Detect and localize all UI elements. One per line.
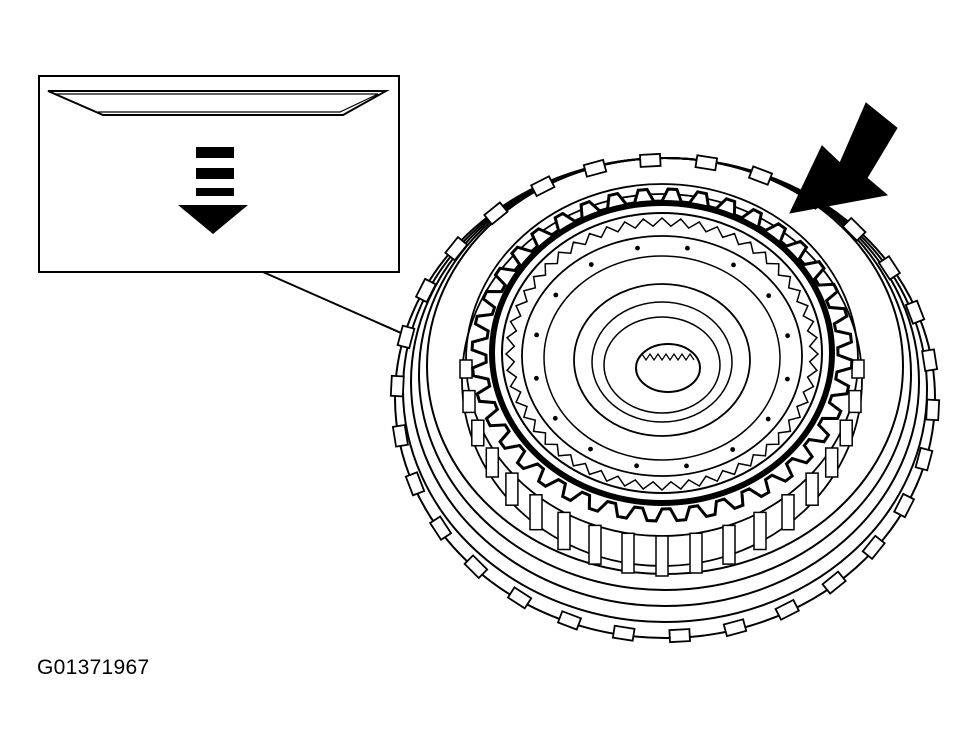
plate-tab bbox=[925, 398, 941, 422]
drum-spline bbox=[722, 524, 736, 565]
hub-hole bbox=[785, 333, 790, 339]
plate-tab bbox=[914, 446, 934, 472]
inner-serration bbox=[504, 216, 820, 492]
hub-holes bbox=[534, 245, 790, 469]
plate-tab bbox=[921, 348, 939, 373]
plate-tab bbox=[506, 586, 533, 610]
hub-hole bbox=[766, 293, 772, 299]
plate-tab bbox=[877, 255, 902, 281]
drum-spline bbox=[851, 359, 865, 379]
plate-tab bbox=[747, 165, 774, 186]
plate-tab bbox=[774, 598, 801, 621]
down-arrow-icon bbox=[178, 147, 248, 234]
plate-tab bbox=[444, 235, 469, 262]
hub-hole bbox=[684, 463, 689, 469]
plate-tab bbox=[389, 374, 405, 398]
outer-plate-tabs bbox=[389, 152, 941, 644]
plate-tab bbox=[483, 201, 509, 226]
plate-tab bbox=[893, 492, 916, 519]
drum-spline bbox=[471, 419, 485, 447]
hub-hole bbox=[730, 447, 736, 452]
drum-spline bbox=[805, 472, 819, 506]
plate-tab bbox=[396, 324, 416, 350]
detail-inset bbox=[38, 75, 400, 273]
hub-hole bbox=[634, 463, 639, 469]
plate-tab bbox=[391, 423, 409, 448]
drum-spline bbox=[557, 511, 571, 551]
plate-tab bbox=[428, 515, 453, 541]
drum-spline bbox=[529, 494, 543, 531]
snap-ring bbox=[489, 200, 835, 506]
plate-tab bbox=[463, 554, 489, 580]
plate-tab bbox=[582, 158, 608, 178]
drum-spline bbox=[588, 524, 602, 565]
snap-ring-profile bbox=[47, 90, 390, 116]
hub-hole bbox=[635, 245, 640, 251]
drum-spline bbox=[655, 535, 669, 577]
drum-splines bbox=[459, 359, 865, 577]
figure-id-label: G01371967 bbox=[37, 656, 150, 679]
hub-hole bbox=[588, 262, 594, 267]
hub-hole bbox=[765, 416, 771, 422]
plate-tab bbox=[639, 152, 662, 168]
hub-hole bbox=[685, 245, 690, 251]
pointer-arrow-icon bbox=[789, 102, 898, 214]
plate-tab bbox=[611, 624, 636, 642]
plate-tab bbox=[404, 471, 426, 497]
plate-tab bbox=[861, 534, 886, 561]
drum-spline bbox=[462, 389, 476, 414]
hub-hole bbox=[731, 262, 736, 268]
hub-hole bbox=[785, 376, 790, 382]
plate-tab bbox=[841, 216, 867, 242]
drum-spline bbox=[459, 359, 473, 379]
hub-hole bbox=[534, 375, 539, 381]
snap-ring-profile-inner bbox=[55, 93, 379, 113]
hub-hole bbox=[552, 415, 558, 421]
plate-tab bbox=[556, 610, 583, 631]
plate-tab bbox=[821, 570, 847, 595]
plate-tab bbox=[414, 277, 437, 304]
drum-spline bbox=[753, 511, 767, 551]
clutch-drum-assembly bbox=[389, 152, 941, 644]
plate-tab bbox=[904, 299, 926, 325]
drum-spline bbox=[689, 532, 703, 574]
hub-hole bbox=[588, 446, 593, 452]
hub-hole bbox=[553, 292, 559, 298]
center-bore bbox=[635, 343, 701, 393]
drum-spline bbox=[839, 419, 853, 447]
drum-spline bbox=[621, 532, 635, 574]
inner-hub bbox=[501, 212, 823, 494]
plate-tab bbox=[529, 175, 556, 198]
drum-spline bbox=[505, 472, 519, 506]
drum-spline bbox=[848, 389, 862, 414]
drum-spline bbox=[485, 447, 500, 478]
drum-spline bbox=[824, 447, 839, 478]
plate-tab bbox=[694, 154, 719, 172]
plate-tab bbox=[668, 628, 691, 644]
hub-hole bbox=[534, 332, 539, 338]
plate-tab bbox=[722, 618, 748, 638]
drum-spline bbox=[781, 494, 795, 531]
